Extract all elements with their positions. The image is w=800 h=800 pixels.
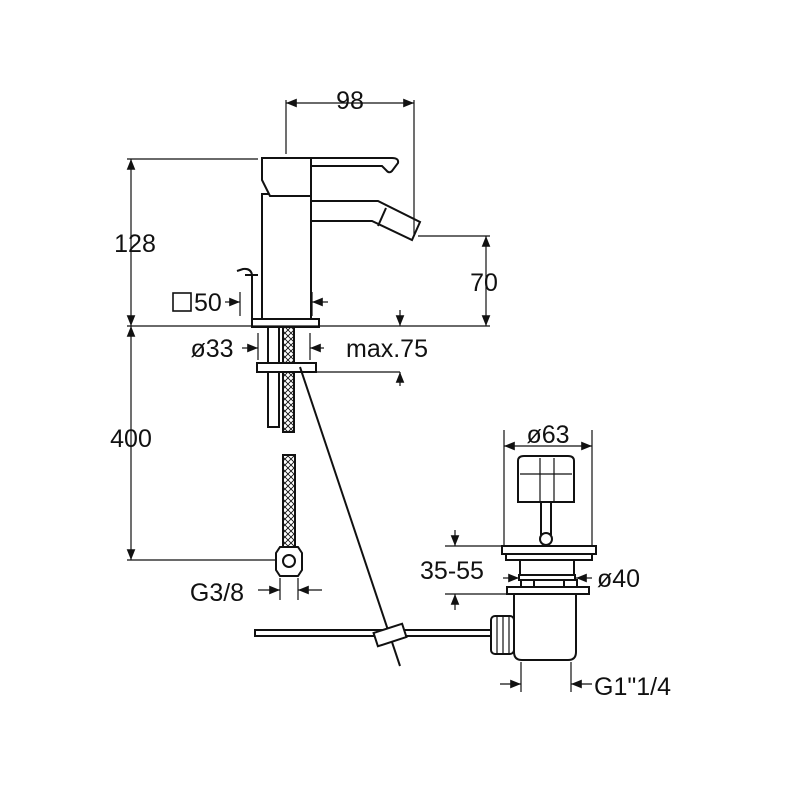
dim-waste-range: 35-55 <box>420 557 484 585</box>
dim-max-thickness: max.75 <box>346 335 428 363</box>
dim-handle-square: 50 <box>194 289 222 317</box>
dimension-lines <box>126 98 593 692</box>
dim-total-height: 128 <box>114 230 156 258</box>
dimension-labels: 98 128 70 50 ø33 max.75 400 G3/8 ø63 35-… <box>110 87 671 701</box>
mounting-assembly <box>256 326 317 577</box>
dim-spout-height: 70 <box>470 269 498 297</box>
dim-base-diameter: ø33 <box>190 335 233 363</box>
faucet-body <box>236 157 422 328</box>
square-symbol-icon <box>172 292 192 312</box>
dim-waste-diameter: ø40 <box>597 565 640 593</box>
dim-spout-reach: 98 <box>336 87 364 115</box>
dim-waste-thread: G1"1/4 <box>594 673 671 701</box>
dim-hose-connection: G3/8 <box>190 579 244 607</box>
dim-hose-length: 400 <box>110 425 152 453</box>
dim-plug-diameter: ø63 <box>526 421 569 449</box>
waste-assembly <box>490 455 597 661</box>
